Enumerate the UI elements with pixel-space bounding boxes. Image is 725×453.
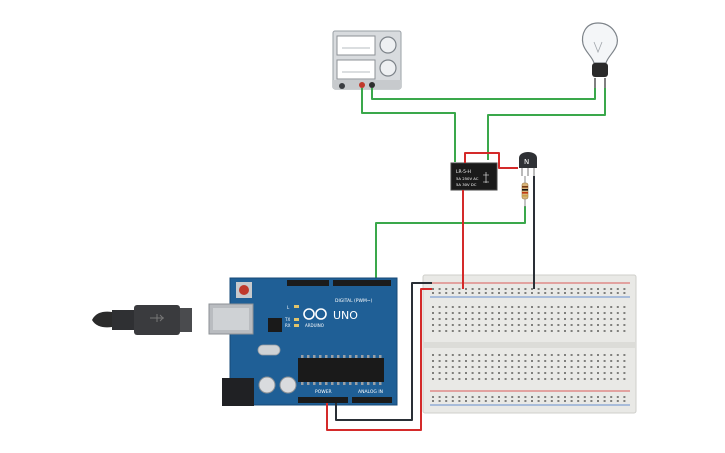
- led-rx-label: RX: [285, 323, 291, 328]
- npn-transistor[interactable]: N: [519, 152, 537, 176]
- relay-part-text: LR-5-H: [456, 169, 471, 175]
- analog-header[interactable]: [352, 397, 392, 403]
- arduino-logo-icon: [303, 308, 327, 320]
- reset-button[interactable]: [239, 285, 249, 295]
- wire-arduino-to-resistor[interactable]: [375, 206, 526, 290]
- wire-bulb-to-supply[interactable]: [371, 88, 596, 100]
- power-supply[interactable]: [332, 30, 402, 90]
- resistor[interactable]: [521, 176, 529, 207]
- wire-relay-coil-red[interactable]: [464, 152, 518, 169]
- relay-rating-2: 5A 30V DC: [456, 182, 477, 187]
- arduino-uno[interactable]: DIGITAL (PWM~) POWER ANALOG IN UNO ARDUI…: [92, 277, 398, 406]
- led-tx: [294, 318, 299, 321]
- breadboard[interactable]: [422, 274, 637, 414]
- green-wires[interactable]: [361, 88, 606, 290]
- supply-positive-terminal[interactable]: [359, 82, 365, 88]
- supply-negative-terminal[interactable]: [369, 82, 375, 88]
- wire-bulb-to-relay[interactable]: [487, 88, 606, 160]
- digital-header-left[interactable]: [287, 280, 329, 286]
- power-header[interactable]: [298, 397, 348, 403]
- brand-label: ARDUINO: [305, 323, 324, 328]
- transistor-label: N: [524, 158, 529, 166]
- light-bulb[interactable]: [581, 22, 618, 88]
- board-model: UNO: [333, 309, 358, 322]
- relay[interactable]: LR-5-H 5A 250V AC 5A 30V DC: [450, 162, 498, 191]
- digital-header-right[interactable]: [333, 280, 391, 286]
- led-l: [294, 305, 299, 308]
- led-l-label: L: [287, 305, 290, 310]
- led-rx: [294, 324, 299, 327]
- breadboard-holes[interactable]: [432, 288, 626, 402]
- voltage-knob[interactable]: [379, 36, 397, 54]
- wire-5v-to-breadboard[interactable]: [326, 288, 432, 431]
- power-wires[interactable]: [326, 152, 535, 431]
- wire-supply-to-relay[interactable]: [361, 88, 456, 162]
- microcontroller-chip: [298, 358, 384, 382]
- current-knob[interactable]: [379, 59, 397, 77]
- relay-rating-1: 5A 250V AC: [456, 176, 479, 181]
- power-jack[interactable]: [222, 378, 254, 406]
- digital-label: DIGITAL (PWM~): [335, 298, 373, 304]
- power-label: POWER: [315, 389, 332, 395]
- wire-gnd-to-breadboard[interactable]: [335, 282, 432, 421]
- led-tx-label: TX: [284, 317, 290, 322]
- analog-label: ANALOG IN: [358, 389, 383, 395]
